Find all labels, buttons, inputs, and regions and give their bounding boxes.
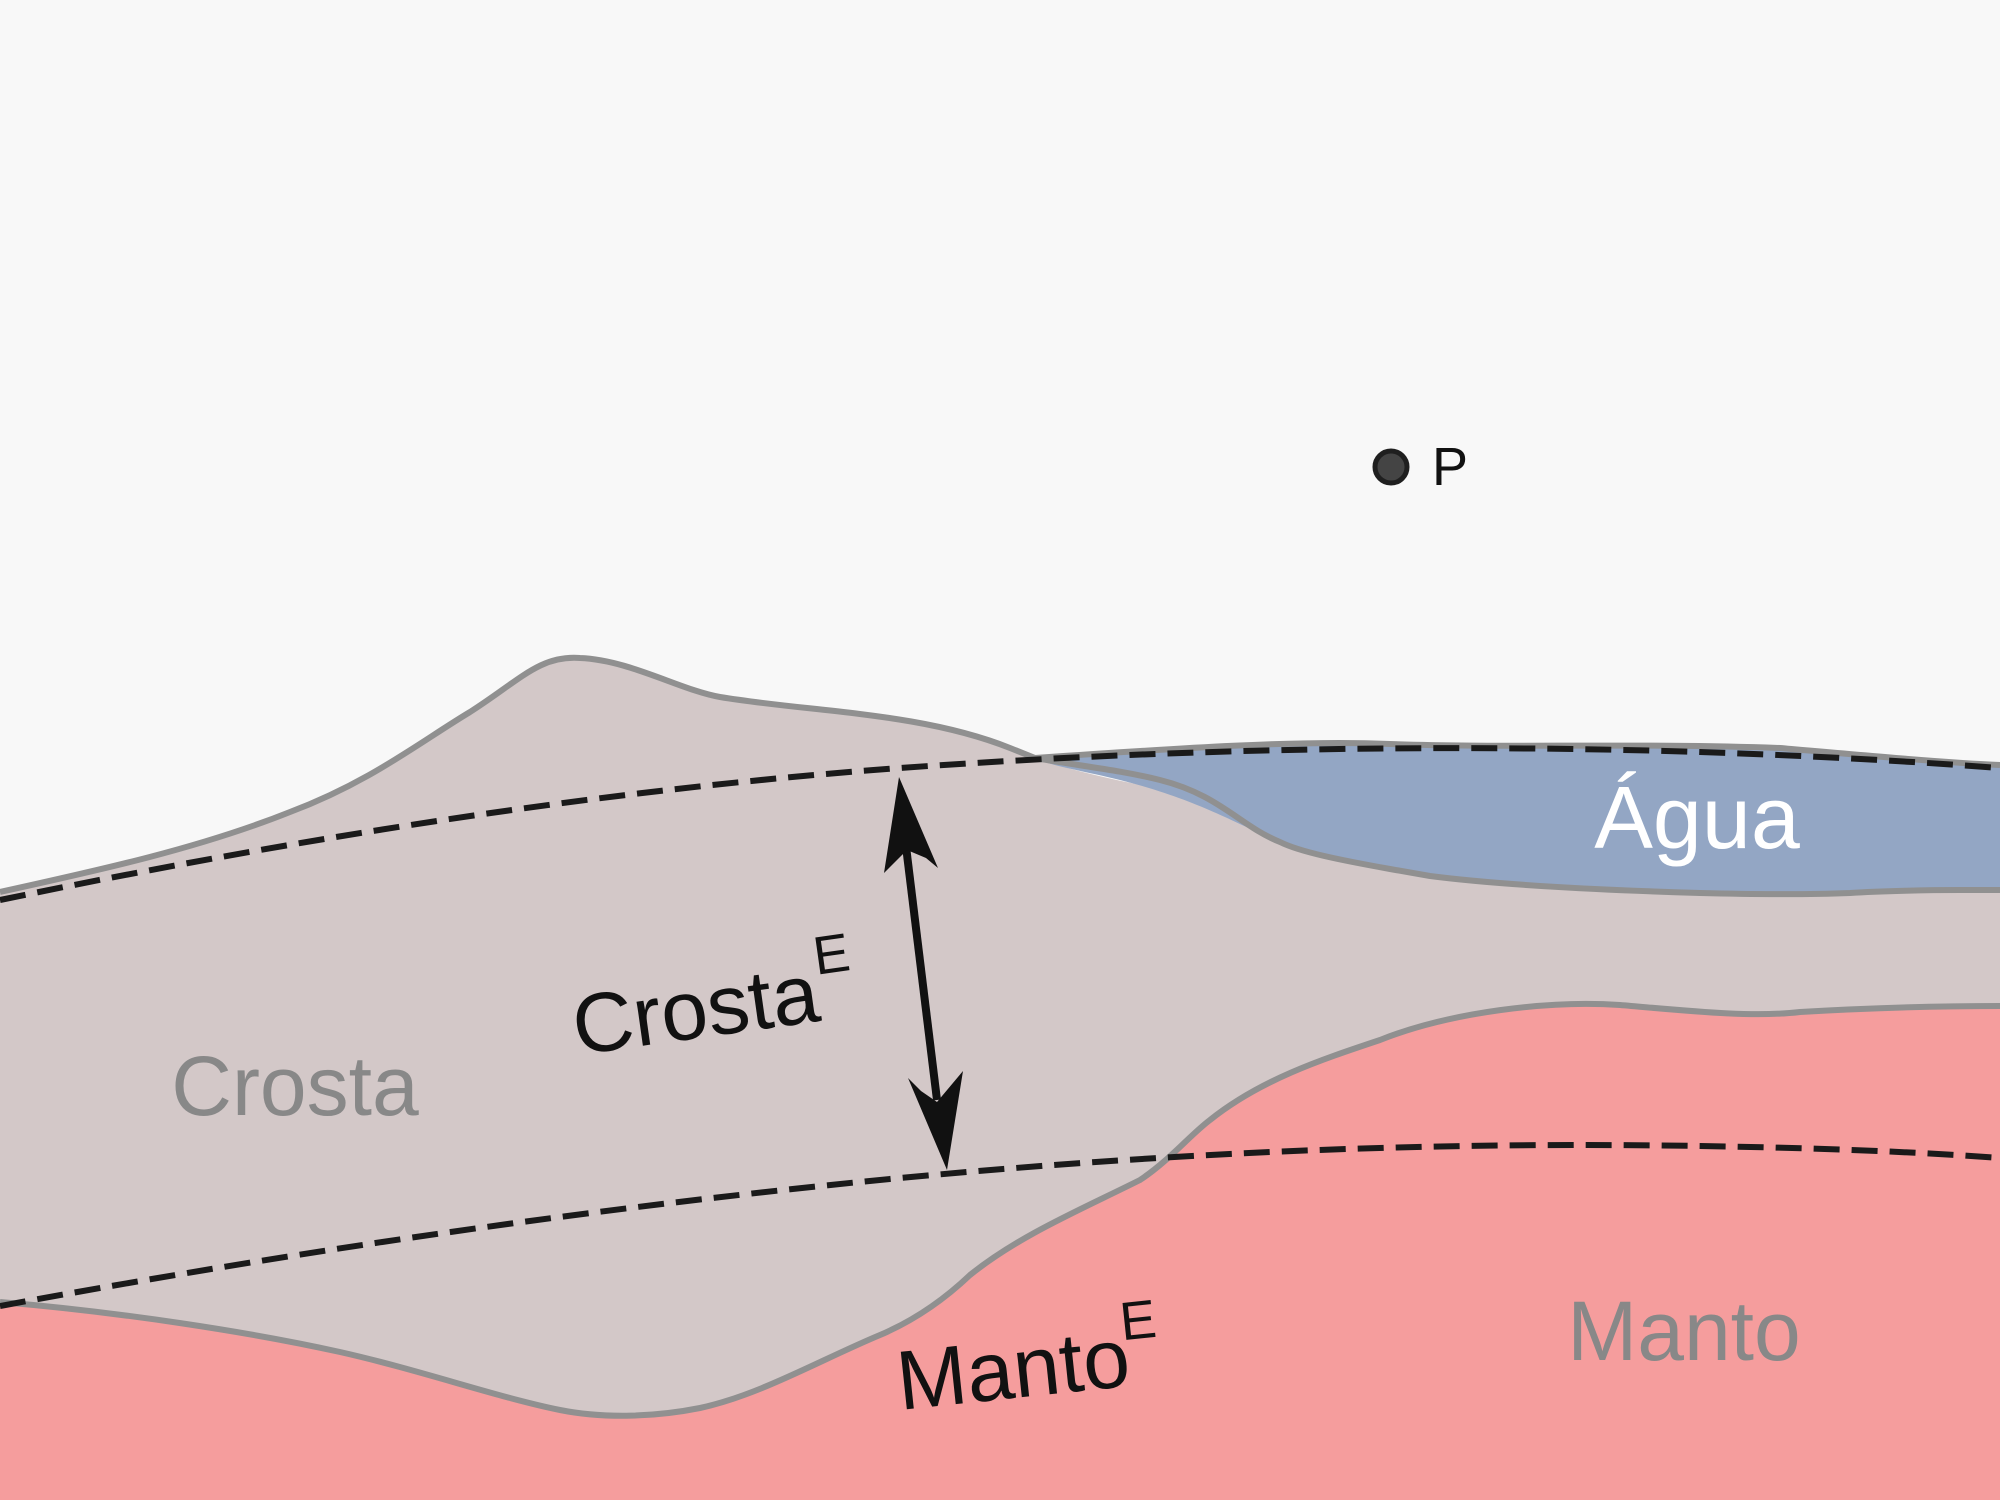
observation-point-marker	[1372, 448, 1410, 486]
crust-label: Crosta	[171, 1039, 419, 1133]
water-label: Água	[1594, 768, 1800, 867]
mantle-region	[0, 1003, 2000, 1500]
reference-mantle-label-superscript: E	[1117, 1289, 1159, 1352]
mantle-label: Manto	[1567, 1284, 1800, 1378]
thickness-arrow-head-down	[908, 1071, 963, 1170]
mantle-top-boundary	[0, 1000, 2000, 1419]
water-bottom-boundary	[1034, 755, 2000, 898]
thickness-arrow-head-up	[884, 777, 938, 873]
reference-crust-bottom-line	[0, 1142, 2000, 1309]
point-label: P	[1432, 437, 1468, 497]
reference-crust-label-superscript: E	[810, 922, 854, 986]
topography-boundary	[0, 654, 2000, 895]
thickness-arrow-shaft	[900, 829, 941, 1101]
reference-crust-top-line	[0, 745, 2000, 903]
water-region	[1035, 742, 2000, 895]
